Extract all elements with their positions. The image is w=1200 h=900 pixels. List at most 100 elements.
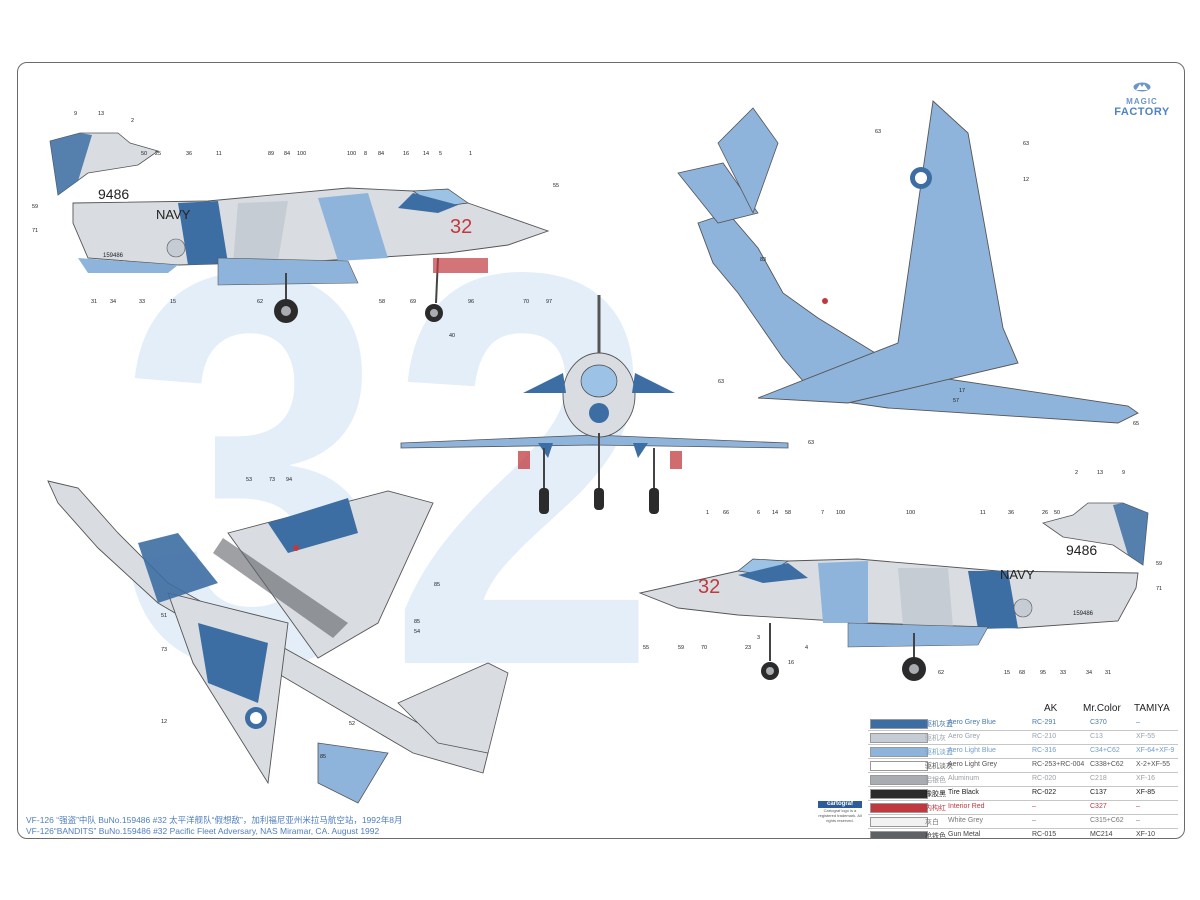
callout-number: 31 (91, 299, 97, 305)
legend-tamiya-code: XF-10 (1136, 831, 1156, 838)
color-swatch (870, 803, 928, 813)
callout-number: 100 (347, 151, 356, 157)
color-swatch (870, 761, 928, 771)
callout-number: 36 (1008, 510, 1014, 516)
legend-tamiya-code: XF-55 (1136, 733, 1156, 740)
legend-mrcolor-code: C137 (1090, 789, 1107, 796)
callout-number: 85 (434, 582, 440, 588)
color-swatch (870, 831, 928, 838)
legend-tamiya-code: – (1136, 817, 1140, 824)
logo-text-factory: FACTORY (1114, 106, 1170, 118)
callout-number: 34 (1086, 670, 1092, 676)
legend-header: AK Mr.Color TAMIYA (868, 703, 1178, 717)
callout-number: 12 (1023, 177, 1029, 183)
callout-number: 59 (1156, 561, 1162, 567)
modex-right: 32 (698, 576, 720, 598)
tail-number-left: 9486 (98, 186, 129, 202)
callout-number: 55 (643, 645, 649, 651)
callout-number: 70 (701, 645, 707, 651)
callout-number: 11 (980, 510, 986, 516)
navy-label-right: NAVY (1000, 567, 1035, 582)
callout-number: 52 (349, 721, 355, 727)
callout-number: 85 (320, 754, 326, 760)
color-swatch (870, 775, 928, 785)
cartograf-badge: cartograf Cartograf logo is a registered… (818, 801, 862, 823)
callout-number: 71 (1156, 586, 1162, 592)
callout-number: 73 (269, 477, 275, 483)
callout-number: 8 (364, 151, 367, 157)
callout-number: 100 (906, 510, 915, 516)
callout-number: 15 (170, 299, 176, 305)
callout-number: 3 (757, 635, 760, 641)
legend-mrcolor-code: C315+C62 (1090, 817, 1124, 824)
legend-ak-code: RC-253+RC-004 (1032, 761, 1085, 768)
callout-number: 96 (468, 299, 474, 305)
callout-number: 1 (469, 151, 472, 157)
callout-number: 62 (938, 670, 944, 676)
callout-number: 54 (414, 629, 420, 635)
legend-color-name: Interior Red (948, 803, 985, 810)
profile-left-view: 9486 NAVY 32 159486 (49, 132, 550, 323)
callout-number: 71 (32, 228, 38, 234)
callout-number: 63 (718, 379, 724, 385)
callout-number: 63 (808, 440, 814, 446)
callout-number: 12 (161, 719, 167, 725)
legend-chinese-name: 驱机淡蓝 (925, 749, 953, 756)
cartograf-fine-print: Cartograf logo is a registered trademark… (818, 808, 862, 823)
callout-number: 55 (553, 183, 559, 189)
callout-number: 51 (161, 613, 167, 619)
callout-number: 58 (785, 510, 791, 516)
legend-color-name: Aluminum (948, 775, 980, 782)
legend-color-name: Gun Metal (948, 831, 981, 838)
callout-number: 84 (284, 151, 290, 157)
legend-chinese-name: 内构红 (925, 805, 946, 812)
legend-chinese-name: 橡胶黑 (925, 791, 946, 798)
color-swatch (870, 733, 928, 743)
callout-number: 50 (1054, 510, 1060, 516)
callout-number: 31 (1105, 670, 1111, 676)
legend-mrcolor-code: C338+C62 (1090, 761, 1124, 768)
legend-color-name: Tire Black (948, 789, 979, 796)
callout-number: 6 (757, 510, 760, 516)
legend-tamiya-code: – (1136, 719, 1140, 726)
caption-english: VF-126“BANDITS” BuNo.159486 #32 Pacific … (26, 826, 380, 836)
tail-number-right: 9486 (1066, 542, 1097, 558)
callout-number: 57 (953, 398, 959, 404)
bottom-view (47, 480, 509, 804)
callout-number: 13 (98, 111, 104, 117)
legend-color-name: Aero Grey (948, 733, 980, 740)
legend-header-ak: AK (1044, 703, 1058, 714)
callout-number: 50 (141, 151, 147, 157)
legend-chinese-name: 枪铁色 (925, 833, 946, 839)
top-view (677, 100, 1139, 424)
livery-caption: VF-126 “强盗”中队 BuNo.159486 #32 太平洋舰队“假想敌”… (26, 815, 402, 837)
callout-number: 85 (414, 619, 420, 625)
aircraft-artwork: 32 9486 NAVY 32 159486 (32, 100, 1162, 804)
legend-color-name: White Grey (948, 817, 984, 824)
callout-number: 63 (1023, 141, 1029, 147)
legend-mrcolor-code: C370 (1090, 719, 1107, 726)
legend-mrcolor-code: MC214 (1090, 831, 1113, 838)
callout-labels: 9 13 2 50 25 36 11 89 84 100 100 8 84 16… (32, 111, 1162, 760)
double-peak-icon (1133, 82, 1151, 92)
legend-chinese-name: 驱机淡灰 (925, 763, 953, 770)
modex-left: 32 (450, 216, 472, 238)
callout-number: 33 (139, 299, 145, 305)
legend-mrcolor-code: C218 (1090, 775, 1107, 782)
logo-text-magic: MAGIC (1126, 97, 1158, 106)
legend-tamiya-code: XF-64+XF-9 (1136, 747, 1175, 754)
callout-number: 83 (760, 257, 766, 263)
callout-number: 2 (131, 118, 134, 124)
legend-header-tamiya: TAMIYA (1134, 703, 1170, 714)
callout-number: 23 (745, 645, 751, 651)
legend-mrcolor-code: C34+C62 (1090, 747, 1120, 754)
color-swatch (870, 719, 928, 729)
color-swatch (870, 817, 928, 827)
bureau-number-right: 159486 (1073, 611, 1094, 617)
